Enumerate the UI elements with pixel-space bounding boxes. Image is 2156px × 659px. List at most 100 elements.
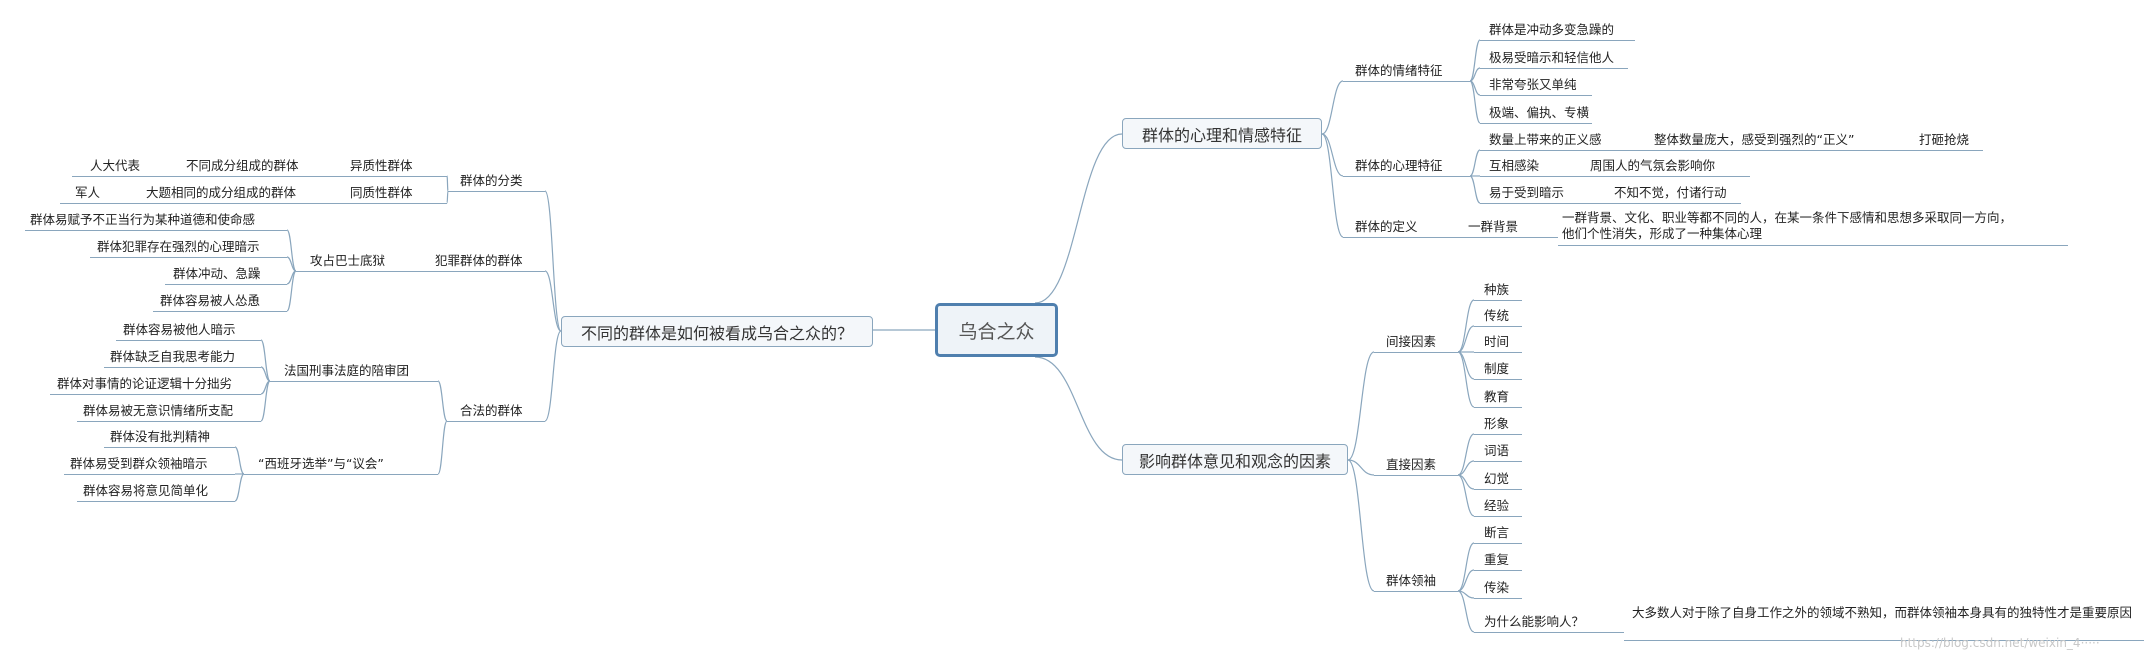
root-node-label: 乌合之众 xyxy=(958,320,1035,343)
connector xyxy=(1347,351,1375,461)
connector xyxy=(1457,299,1475,353)
connector xyxy=(260,339,271,382)
connector xyxy=(1321,133,1344,177)
connector xyxy=(234,473,245,502)
connector xyxy=(1469,149,1481,177)
leader-why-text[interactable]: 大多数人对于除了自身工作之外的领域不熟知，而群体领袖本身具有的独特性才是重要原因 xyxy=(1632,605,2133,620)
criminal-item[interactable]: 群体冲动、急躁 xyxy=(173,266,261,281)
homo-group-example[interactable]: 军人 xyxy=(75,185,101,200)
leader-why-node[interactable]: 为什么能影响人？ xyxy=(1484,614,1585,629)
parliament-item[interactable]: 群体没有批判精神 xyxy=(110,429,211,444)
connector xyxy=(234,446,245,475)
connector xyxy=(260,366,271,382)
watermark: https://blog.csdn.net/weixin_4····· xyxy=(1900,636,2100,650)
definition-node[interactable]: 群体的定义 xyxy=(1355,219,1418,234)
connector xyxy=(437,380,448,422)
hetero-group-desc[interactable]: 不同成分组成的群体 xyxy=(186,158,299,173)
connector xyxy=(1321,80,1344,135)
emotion-item[interactable]: 非常夸张又单纯 xyxy=(1489,77,1577,92)
connector xyxy=(446,175,449,192)
connector xyxy=(544,270,562,332)
connector xyxy=(1457,351,1475,380)
connector xyxy=(1469,175,1481,204)
emotion-item[interactable]: 极端、偏执、专横 xyxy=(1489,105,1590,120)
connector xyxy=(286,256,297,272)
connector xyxy=(544,190,562,332)
leader-item[interactable]: 断言 xyxy=(1484,525,1510,540)
connector xyxy=(1469,80,1481,124)
connector xyxy=(446,190,449,204)
psych-item[interactable]: 互相感染 xyxy=(1489,158,1540,173)
hetero-group-example[interactable]: 人大代表 xyxy=(90,158,141,173)
left-main-topic[interactable]: 不同的群体是如何被看成乌合之众的？ xyxy=(561,316,873,347)
psych-item-child[interactable]: 周围人的气氛会影响你 xyxy=(1590,158,1716,173)
indirect-item[interactable]: 传统 xyxy=(1484,308,1510,323)
definition-text[interactable]: 一群背景、文化、职业等都不同的人，在某一条件下感情和思想多采取同一方向，他们个性… xyxy=(1562,210,2013,241)
indirect-node[interactable]: 间接因素 xyxy=(1386,334,1437,349)
criminal-item[interactable]: 群体犯罪存在强烈的心理暗示 xyxy=(97,239,260,254)
definition-child[interactable]: 一群背景 xyxy=(1468,219,1519,234)
influence-topic[interactable]: 影响群体意见和观念的因素 xyxy=(1122,444,1348,475)
leader-node[interactable]: 群体领袖 xyxy=(1386,573,1437,588)
connector xyxy=(1457,590,1475,633)
connector xyxy=(286,229,297,272)
connector xyxy=(1034,133,1123,304)
indirect-item[interactable]: 种族 xyxy=(1484,282,1510,297)
psychology-topic[interactable]: 群体的心理和情感特征 xyxy=(1122,118,1322,149)
parliament-item[interactable]: 群体容易将意见简单化 xyxy=(83,483,209,498)
psych-item[interactable]: 数量上带来的正义感 xyxy=(1489,132,1602,147)
influence-topic-label: 影响群体意见和观念的因素 xyxy=(1138,451,1331,471)
homo-group-node[interactable]: 同质性群体 xyxy=(350,185,413,200)
homo-group-desc[interactable]: 大题相同的成分组成的群体 xyxy=(146,185,297,200)
left-main-topic-label: 不同的群体是如何被看成乌合之众的？ xyxy=(580,323,853,343)
direct-item[interactable]: 词语 xyxy=(1484,443,1510,458)
connector xyxy=(1321,133,1344,238)
parliament-node[interactable]: “西班牙选举”与“议会” xyxy=(258,456,384,471)
legal-group-node[interactable]: 合法的群体 xyxy=(460,403,523,418)
hetero-group-node[interactable]: 异质性群体 xyxy=(350,158,413,173)
connector xyxy=(1034,356,1123,461)
connector xyxy=(544,330,562,422)
jury-item[interactable]: 群体对事情的论证逻辑十分拙劣 xyxy=(57,376,233,391)
bastille-node[interactable]: 攻占巴士底狱 xyxy=(310,253,386,268)
psychology-topic-label: 群体的心理和情感特征 xyxy=(1141,125,1302,145)
psych-item-child[interactable]: 不知不觉，付诸行动 xyxy=(1614,185,1727,200)
connector xyxy=(1457,325,1475,353)
direct-item[interactable]: 经验 xyxy=(1484,498,1510,513)
connector xyxy=(1457,433,1475,476)
connector xyxy=(1457,474,1475,517)
direct-item[interactable]: 幻觉 xyxy=(1484,471,1510,486)
indirect-item[interactable]: 制度 xyxy=(1484,361,1510,376)
root-node[interactable]: 乌合之众 xyxy=(935,303,1058,357)
emotion-item[interactable]: 极易受暗示和轻信他人 xyxy=(1489,50,1615,65)
connector xyxy=(1469,39,1481,82)
criminal-item[interactable]: 群体易赋予不正当行为某种道德和使命感 xyxy=(30,212,256,227)
classification-node[interactable]: 群体的分类 xyxy=(460,173,523,188)
direct-item[interactable]: 形象 xyxy=(1484,416,1510,431)
psych-item-leaf[interactable]: 打砸抢烧 xyxy=(1919,132,1970,147)
psych-node[interactable]: 群体的心理特征 xyxy=(1355,158,1443,173)
emotion-item[interactable]: 群体是冲动多变急躁的 xyxy=(1489,22,1615,37)
indirect-item[interactable]: 时间 xyxy=(1484,334,1510,349)
psych-item[interactable]: 易于受到暗示 xyxy=(1489,185,1565,200)
emotion-node[interactable]: 群体的情绪特征 xyxy=(1355,63,1443,78)
connector xyxy=(1457,542,1475,592)
criminal-item[interactable]: 群体容易被人怂恿 xyxy=(160,293,261,308)
direct-node[interactable]: 直接因素 xyxy=(1386,457,1437,472)
jury-item[interactable]: 群体易被无意识情绪所支配 xyxy=(83,403,234,418)
indirect-item[interactable]: 教育 xyxy=(1484,389,1510,404)
connector xyxy=(286,270,297,312)
connector xyxy=(1347,459,1375,592)
jury-item[interactable]: 群体缺乏自我思考能力 xyxy=(110,349,236,364)
parliament-item[interactable]: 群体易受到群众领袖暗示 xyxy=(70,456,208,471)
leader-item[interactable]: 传染 xyxy=(1484,580,1510,595)
criminal-group-node[interactable]: 犯罪群体的群体 xyxy=(435,253,523,268)
connector xyxy=(1457,351,1475,408)
psych-item-child[interactable]: 整体数量庞大，感受到强烈的“正义” xyxy=(1654,132,1855,147)
connector xyxy=(1457,460,1475,476)
jury-item[interactable]: 群体容易被他人暗示 xyxy=(123,322,236,337)
leader-item[interactable]: 重复 xyxy=(1484,552,1510,567)
connector xyxy=(260,380,271,422)
jury-node[interactable]: 法国刑事法庭的陪审团 xyxy=(284,363,410,378)
